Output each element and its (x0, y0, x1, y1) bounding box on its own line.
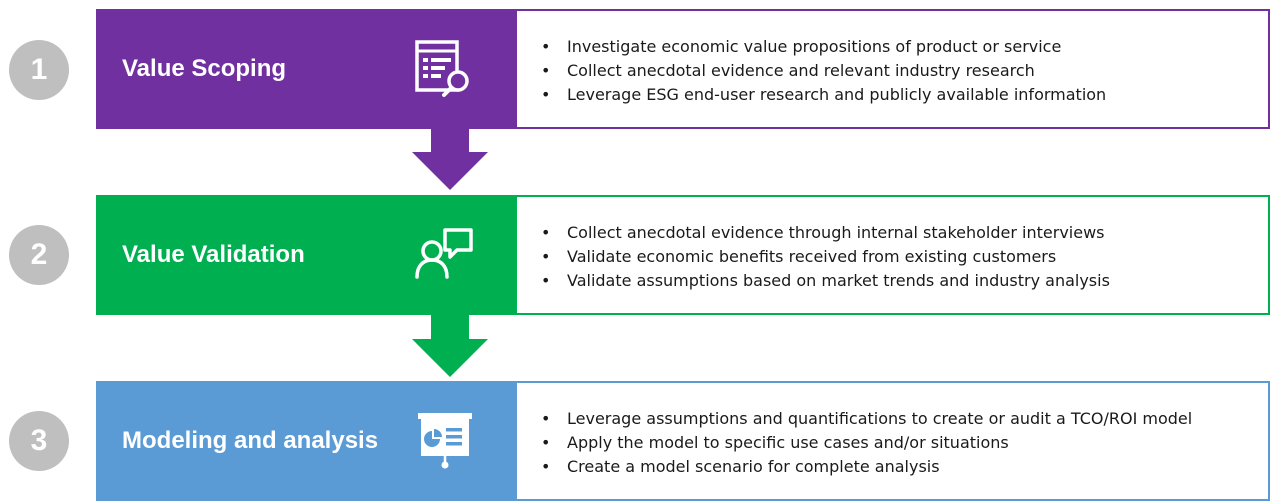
step-1-bullet: Investigate economic value propositions … (539, 35, 1106, 59)
step-2-details: Collect anecdotal evidence through inter… (515, 195, 1270, 315)
step-2-bullet: Collect anecdotal evidence through inter… (539, 221, 1110, 245)
step-1-number: 1 (9, 40, 69, 100)
step-1-band: Value Scoping (96, 9, 515, 129)
step-1-title: Value Scoping (122, 55, 287, 82)
person-chat-icon (415, 228, 473, 279)
document-search-icon (415, 40, 469, 97)
step-1-details: Investigate economic value propositions … (515, 9, 1270, 129)
step-2-title: Value Validation (122, 241, 305, 268)
step-3-band: Modeling and analysis (96, 381, 515, 501)
down-arrow-icon (412, 124, 488, 190)
step-3-bullet: Create a model scenario for complete ana… (539, 455, 1192, 479)
step-2-band: Value Validation (96, 195, 515, 315)
step-2-bullet: Validate assumptions based on market tre… (539, 269, 1110, 293)
step-3-bullet: Leverage assumptions and quantifications… (539, 407, 1192, 431)
step-1-bullet: Leverage ESG end-user research and publi… (539, 83, 1106, 107)
step-2-bullet: Validate economic benefits received from… (539, 245, 1110, 269)
step-1-bullet: Collect anecdotal evidence and relevant … (539, 59, 1106, 83)
step-3-title: Modeling and analysis (122, 427, 379, 454)
presentation-board-icon (418, 413, 472, 469)
down-arrow-icon (412, 311, 488, 377)
step-3-bullet: Apply the model to specific use cases an… (539, 431, 1192, 455)
step-3-details: Leverage assumptions and quantifications… (515, 381, 1270, 501)
step-2-number: 2 (9, 225, 69, 285)
step-3-number: 3 (9, 411, 69, 471)
